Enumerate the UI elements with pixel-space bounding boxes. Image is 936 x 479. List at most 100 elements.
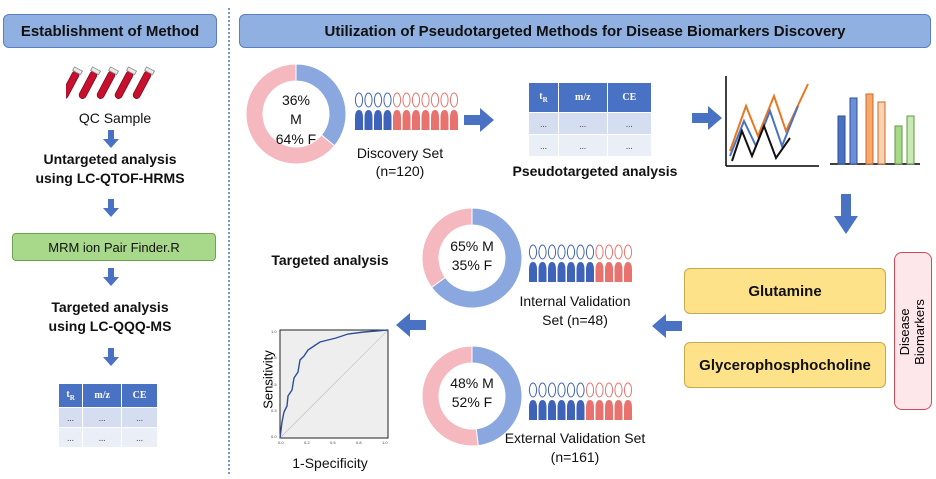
- person-head: [614, 244, 623, 260]
- left-header-text: Establishment of Method: [20, 22, 200, 40]
- biomarker-label: Glutamine: [748, 282, 822, 300]
- disease-biomarkers-tag: Disease Biomarkers: [894, 252, 932, 410]
- discovery-male-label: M: [290, 111, 302, 127]
- person-body: [557, 262, 566, 282]
- person-head: [440, 92, 449, 108]
- table-cell: ...: [528, 134, 559, 157]
- qc-sample-label: QC Sample: [78, 110, 152, 126]
- person-body: [576, 400, 585, 420]
- svg-text:0.5: 0.5: [271, 382, 277, 387]
- left-arrow-icon: [396, 313, 426, 337]
- person-body: [374, 110, 382, 130]
- person-body: [538, 262, 547, 282]
- right-arrow-icon: [464, 108, 494, 132]
- table-cell: ...: [82, 427, 123, 448]
- internal-label-line2: Set (n=48): [542, 312, 608, 328]
- external-label-line1: External Validation Set: [504, 430, 646, 446]
- table-cell: ...: [57, 427, 84, 448]
- qc-tubes-icon: [66, 66, 156, 99]
- person-head: [528, 382, 538, 398]
- person-body: [364, 110, 373, 130]
- discovery-female-text: 64% F: [275, 131, 317, 147]
- person-head: [576, 382, 585, 398]
- donut-male-slice: [471, 345, 523, 447]
- person-body: [567, 262, 575, 282]
- person-body: [440, 110, 449, 130]
- donut-female-slice: [421, 345, 479, 447]
- person-head: [623, 244, 633, 260]
- person-head: [595, 244, 604, 260]
- person-head: [547, 244, 557, 260]
- person-body: [557, 400, 566, 420]
- targeted-analysis-label: Targeted analysis: [271, 252, 389, 268]
- person-body: [595, 400, 604, 420]
- table-cell: ...: [121, 427, 158, 448]
- person-head: [430, 92, 440, 108]
- disease-biomarkers-line1: Disease: [897, 308, 913, 356]
- person-head: [566, 382, 576, 398]
- person-body: [595, 262, 604, 282]
- panel-divider: [228, 8, 230, 474]
- right-header-text: Utilization of Pseudotargeted Methods fo…: [324, 22, 846, 40]
- person-body: [402, 110, 411, 130]
- person-head: [364, 92, 373, 108]
- person-head: [392, 92, 402, 108]
- targeted-line2: using LC-QQQ-MS: [48, 318, 172, 334]
- person-body: [586, 262, 594, 282]
- person-head: [373, 92, 383, 108]
- person-body: [383, 110, 392, 130]
- svg-text:0.8: 0.8: [356, 440, 362, 445]
- roc-xlabel: 1-Specificity: [292, 455, 368, 471]
- person-body: [529, 262, 537, 282]
- person-head: [449, 92, 459, 108]
- person-body: [614, 400, 623, 420]
- pseudotargeted-table: tR m/z CE ... ... ... ... ... ...: [528, 82, 653, 157]
- table-header: CE: [606, 82, 653, 113]
- person-body: [431, 110, 439, 130]
- svg-text:0.3: 0.3: [271, 408, 277, 413]
- person-head: [604, 382, 614, 398]
- table-header: m/z: [82, 383, 123, 408]
- external-label-line2: (n=161): [550, 449, 600, 465]
- biomarker-glycerophosphocholine: Glycerophosphocholine: [684, 342, 886, 388]
- finder-label: MRM ion Pair Finder.R: [48, 239, 180, 255]
- external-donut: [421, 345, 523, 447]
- svg-text:0.5: 0.5: [330, 440, 336, 445]
- finder-box: MRM ion Pair Finder.R: [12, 233, 216, 261]
- person-body: [412, 110, 420, 130]
- external-male-text: 48% M: [450, 375, 494, 391]
- person-body: [576, 262, 585, 282]
- person-head: [402, 92, 411, 108]
- people-icon: [528, 382, 633, 420]
- chromatogram-icon: [725, 76, 819, 167]
- person-body: [450, 110, 458, 130]
- table-cell: ...: [57, 407, 84, 428]
- person-body: [586, 400, 594, 420]
- discovery-label-line2: (n=120): [375, 163, 425, 179]
- internal-female-text: 35% F: [451, 257, 493, 273]
- table-header: tR: [57, 383, 84, 408]
- person-head: [585, 382, 595, 398]
- table-cell: ...: [606, 112, 653, 135]
- down-arrow-icon: [103, 199, 119, 217]
- person-head: [528, 244, 538, 260]
- down-arrow-icon: [834, 194, 858, 234]
- person-head: [585, 244, 595, 260]
- down-arrow-icon: [103, 268, 119, 286]
- person-head: [576, 244, 585, 260]
- person-body: [624, 262, 632, 282]
- external-female-text: 52% F: [451, 394, 493, 410]
- person-head: [538, 244, 547, 260]
- person-body: [614, 262, 623, 282]
- discovery-male-pct: 36%: [281, 92, 311, 108]
- discovery-donut: [245, 63, 347, 165]
- donut-male-slice: [430, 207, 523, 309]
- svg-text:1.0: 1.0: [271, 329, 277, 334]
- table-header: m/z: [557, 82, 608, 113]
- svg-text:0.2: 0.2: [304, 440, 310, 445]
- table-cell: ...: [557, 112, 608, 135]
- svg-text:0.8: 0.8: [271, 355, 277, 360]
- disease-biomarkers-line2: Biomarkers: [912, 299, 927, 365]
- left-transition-table: tR m/z CE ... ... ... ... ... ...: [57, 383, 158, 448]
